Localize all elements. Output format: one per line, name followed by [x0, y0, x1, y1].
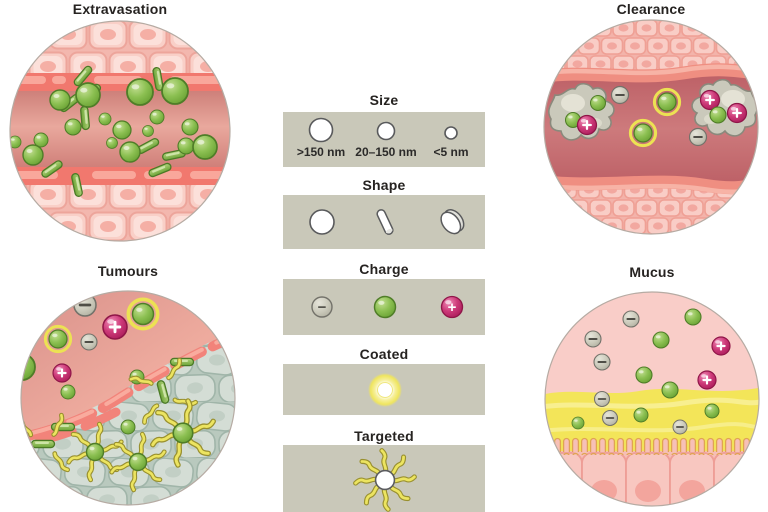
medium-sphere-icon [376, 121, 396, 141]
extravasation-illustration [9, 20, 231, 242]
coated-nanoparticle-icon [126, 297, 160, 331]
green-nanoparticle-icon [60, 384, 76, 400]
green-nanoparticle-icon [106, 137, 118, 149]
coated-nanoparticle-icon [43, 324, 73, 354]
small-sphere-icon [444, 126, 458, 140]
green-nanoparticle-icon [126, 78, 154, 106]
clearance-title: Clearance [616, 1, 686, 17]
negative-charge-symbol: − [318, 299, 327, 316]
green-nanoparticle-icon [652, 331, 670, 349]
coated-core-icon [377, 382, 393, 398]
size-panel: >150 nm 20–150 nm <5 nm [283, 112, 485, 167]
mucus-streak [545, 397, 759, 410]
shape-panel [283, 195, 485, 249]
clearance-illustration [543, 19, 759, 235]
negative-nanoparticle-icon [593, 390, 611, 408]
large-sphere-icon [308, 117, 334, 143]
mucus-illustration [544, 291, 760, 507]
mucus-streak [545, 422, 759, 433]
green-nanoparticle-icon [709, 106, 727, 124]
green-nanoparticle-icon [181, 118, 199, 136]
green-nanoparticle-icon [589, 94, 607, 112]
green-nanoparticle-icon [192, 134, 218, 160]
targeted-panel [283, 445, 485, 512]
negative-nanoparticle-icon [610, 85, 630, 105]
scene-circle-border [9, 20, 231, 242]
positive-nanoparticle-icon [696, 369, 718, 391]
green-nanorod-icon [79, 105, 91, 131]
positive-nanoparticle-icon [726, 102, 748, 124]
vessel-wall-top [10, 73, 230, 91]
extravasation-title: Extravasation [72, 1, 168, 17]
neutral-green-nanoparticle-icon [373, 295, 397, 319]
negative-nanoparticle-icon [672, 419, 688, 435]
vessel-wall-bottom [10, 167, 230, 185]
green-nanoparticle-icon [633, 407, 649, 423]
coated-nanoparticle-icon [628, 118, 658, 148]
green-nanoparticle-icon [120, 419, 136, 435]
targeted-panel-title: Targeted [354, 428, 414, 444]
scene-circle-border [543, 19, 759, 235]
green-nanoparticle-icon [22, 144, 44, 166]
scene-circle-border [20, 290, 236, 506]
negative-nanoparticle-icon [584, 330, 602, 348]
size-label-small: <5 nm [433, 145, 469, 159]
charge-panel-title: Charge [359, 261, 409, 277]
green-nanoparticle-icon [661, 381, 679, 399]
sphere-shape-icon [309, 209, 335, 235]
green-nanoparticle-icon [98, 112, 112, 126]
disc-shape-icon [440, 209, 465, 235]
negative-nanoparticle-icon [80, 333, 98, 351]
negative-nanoparticle-icon [688, 127, 708, 147]
green-nanoparticle-icon [75, 82, 101, 108]
green-nanoparticle-icon [49, 89, 71, 111]
tumours-title: Tumours [97, 263, 159, 279]
green-nanoparticle-icon [64, 118, 82, 136]
coated-panel-title: Coated [359, 346, 409, 362]
green-nanoparticle-icon [161, 77, 189, 105]
green-nanoparticle-icon [571, 416, 585, 430]
negative-nanoparticle-icon [593, 353, 611, 371]
green-nanoparticle-icon [149, 109, 165, 125]
negative-nanoparticle-icon [601, 409, 619, 427]
mucus-title: Mucus [629, 264, 675, 280]
positive-charge-symbol: + [448, 299, 457, 316]
positive-nanoparticle-icon [101, 313, 129, 341]
green-nanoparticle-icon [684, 308, 702, 326]
green-nanoparticle-icon [635, 366, 653, 384]
charge-panel: − + [283, 279, 485, 335]
tumours-illustration [20, 290, 236, 506]
targeted-nanoparticle-icon [356, 451, 415, 510]
positive-nanoparticle-icon [51, 362, 73, 384]
size-label-large: >150 nm [296, 145, 346, 159]
green-nanoparticle-icon [142, 125, 154, 137]
green-nanoparticle-icon [177, 137, 195, 155]
epithelial-cells [545, 451, 759, 506]
coated-panel [283, 364, 485, 415]
scene-circle-border [544, 291, 760, 507]
negative-nanoparticle-icon [622, 310, 640, 328]
coated-nanoparticle-icon [652, 87, 682, 117]
size-panel-title: Size [369, 92, 399, 108]
green-nanoparticle-icon [119, 141, 141, 163]
green-nanoparticle-icon [704, 403, 720, 419]
positive-nanoparticle-icon [576, 114, 598, 136]
microvilli-brush-border [545, 437, 759, 455]
shape-panel-title: Shape [362, 177, 406, 193]
positive-nanoparticle-icon [710, 335, 732, 357]
rod-shape-icon [376, 209, 394, 235]
green-nanorod-icon [169, 357, 195, 367]
size-label-medium: 20–150 nm [355, 145, 417, 159]
green-nanoparticle-icon [112, 120, 132, 140]
